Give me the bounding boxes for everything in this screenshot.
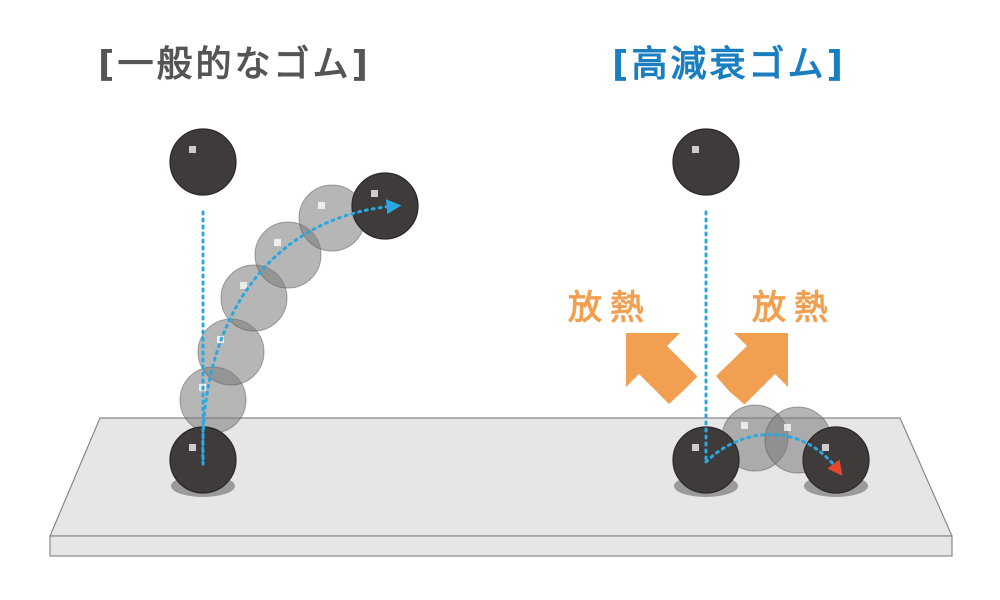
normal-rubber-drop-ball (169, 128, 237, 196)
title-high-damping-rubber: [高減衰ゴム] (612, 44, 846, 85)
heat-arrow-up-left-icon (626, 333, 698, 404)
high-damping-drop-ball (672, 128, 740, 196)
heat-arrow-up-right-icon (716, 333, 788, 405)
high-damping-end-ball (802, 426, 870, 494)
damped-path-dotted-arrow (704, 433, 843, 476)
title-normal-rubber: [一般的なゴム] (98, 44, 371, 85)
rebound-path-dotted-arrow (201, 199, 402, 466)
ghost-ball (254, 221, 322, 289)
platform-front (49, 535, 953, 557)
heat-dissipation-label-left: 放熱 (568, 288, 652, 328)
heat-dissipation-label-right: 放熱 (752, 288, 836, 328)
normal-rubber-ghost-balls (179, 184, 366, 434)
